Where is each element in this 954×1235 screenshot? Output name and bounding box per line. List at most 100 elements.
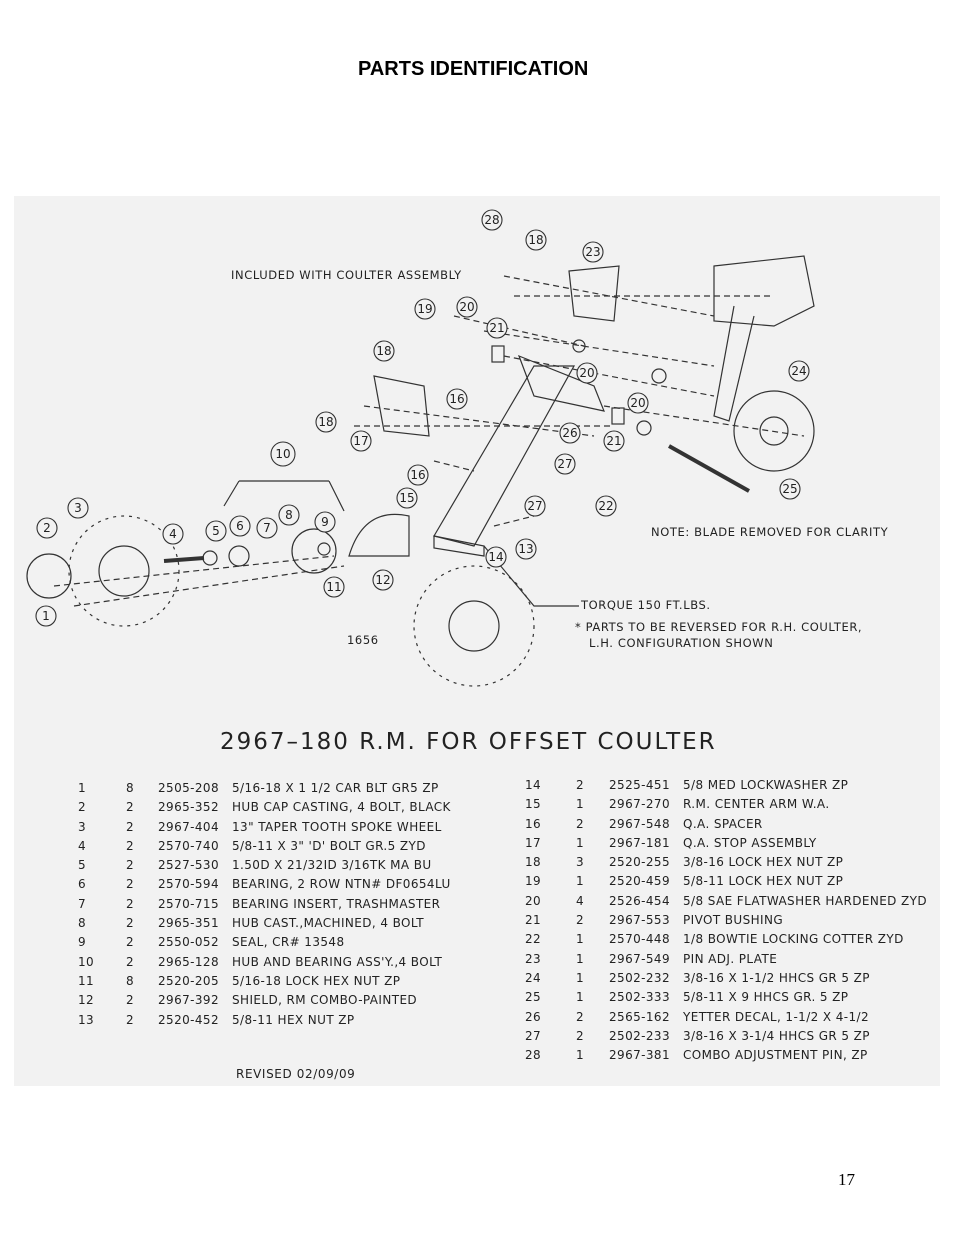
callout-9: 9 bbox=[321, 515, 329, 529]
bom-description: 5/8 SAE FLATWASHER HARDENED ZYD bbox=[683, 893, 928, 908]
bom-part-number: 2502-232 bbox=[609, 970, 670, 985]
bom-quantity: 2 bbox=[576, 913, 585, 928]
diagram-drawing: 28 18 23 19 20 21 18 20 24 16 18 20 26 1… bbox=[26, 209, 889, 687]
bom-item-number: 10 bbox=[78, 954, 95, 969]
bom-quantity: 2 bbox=[126, 858, 135, 873]
bom-row: 19 1 2520-459 5/8-11 LOCK HEX NUT ZP bbox=[525, 874, 935, 893]
page-title: PARTS IDENTIFICATION bbox=[358, 58, 589, 80]
callout-circles bbox=[35, 209, 810, 627]
bom-description: HUB AND BEARING ASS'Y.,4 BOLT bbox=[232, 954, 443, 969]
callout-22: 22 bbox=[598, 499, 613, 513]
callout-7: 7 bbox=[263, 521, 271, 535]
bom-part-number: 2550-052 bbox=[158, 935, 219, 950]
bom-description: Q.A. STOP ASSEMBLY bbox=[683, 835, 817, 850]
bom-quantity: 2 bbox=[126, 896, 135, 911]
bom-part-number: 2570-594 bbox=[158, 877, 219, 892]
bom-quantity: 2 bbox=[126, 935, 135, 950]
bom-part-number: 2967-404 bbox=[158, 819, 219, 834]
callout-15: 15 bbox=[399, 491, 414, 505]
callout-20: 20 bbox=[579, 366, 594, 380]
bom-quantity: 2 bbox=[126, 838, 135, 853]
callout-numbers: 28 18 23 19 20 21 18 20 24 16 18 20 26 1… bbox=[42, 213, 806, 623]
bom-item-number: 21 bbox=[525, 913, 542, 928]
bom-item-number: 19 bbox=[525, 874, 542, 889]
bom-quantity: 8 bbox=[126, 973, 135, 988]
bom-description: PIVOT BUSHING bbox=[683, 913, 784, 928]
bom-item-number: 28 bbox=[525, 1048, 542, 1063]
callout-21: 21 bbox=[489, 321, 504, 335]
bom-title: 2967–180 R.M. FOR OFFSET COULTER bbox=[220, 729, 717, 755]
bom-part-number: 2502-233 bbox=[609, 1028, 670, 1043]
bom-quantity: 1 bbox=[576, 970, 585, 985]
bom-part-number: 2967-181 bbox=[609, 835, 670, 850]
bom-description: BEARING INSERT, TRASHMASTER bbox=[232, 896, 441, 911]
bom-part-number: 2967-549 bbox=[609, 951, 670, 966]
bom-description: 3/8-16 X 1-1/2 HHCS GR 5 ZP bbox=[683, 970, 870, 985]
callout-20: 20 bbox=[459, 300, 474, 314]
bom-description: 5/8-11 LOCK HEX NUT ZP bbox=[683, 874, 844, 889]
callout-3: 3 bbox=[74, 501, 82, 515]
bom-quantity: 2 bbox=[126, 819, 135, 834]
bom-quantity: 2 bbox=[126, 993, 135, 1008]
hub bbox=[291, 528, 337, 574]
callout-23: 23 bbox=[585, 245, 600, 259]
callout-5: 5 bbox=[212, 524, 220, 538]
callout-10: 10 bbox=[275, 447, 290, 461]
bom-item-number: 6 bbox=[78, 877, 87, 892]
bom-item-number: 14 bbox=[525, 778, 542, 792]
bom-part-number: 2967-381 bbox=[609, 1048, 670, 1063]
spoke-wheel-left bbox=[68, 515, 180, 627]
callout-17: 17 bbox=[353, 434, 368, 448]
note-included: INCLUDED WITH COULTER ASSEMBLY bbox=[231, 268, 462, 282]
callout-1: 1 bbox=[42, 609, 50, 623]
bom-item-number: 12 bbox=[78, 993, 95, 1008]
bom-item-number: 4 bbox=[78, 838, 87, 853]
diagram-notes: INCLUDED WITH COULTER ASSEMBLY NOTE: BLA… bbox=[231, 268, 889, 650]
bom-quantity: 2 bbox=[576, 816, 585, 831]
bom-item-number: 26 bbox=[525, 1009, 542, 1024]
bom-quantity: 1 bbox=[576, 874, 585, 889]
spoke-wheel-right bbox=[413, 565, 535, 687]
mount-bracket bbox=[713, 255, 815, 327]
bom-item-number: 25 bbox=[525, 990, 542, 1005]
bom-quantity: 2 bbox=[126, 954, 135, 969]
callout-28: 28 bbox=[484, 213, 499, 227]
bom-item-number: 13 bbox=[78, 1012, 95, 1027]
bom-description: R.M. CENTER ARM W.A. bbox=[683, 797, 830, 812]
bom-item-number: 5 bbox=[78, 858, 87, 873]
bom-part-number: 2965-351 bbox=[158, 916, 219, 931]
bom-description: 5/16-18 X 1 1/2 CAR BLT GR5 ZP bbox=[232, 781, 439, 795]
bom-part-number: 2520-459 bbox=[609, 874, 670, 889]
bom-quantity: 4 bbox=[576, 893, 585, 908]
callout-16: 16 bbox=[449, 392, 464, 406]
bom-quantity: 3 bbox=[576, 855, 585, 870]
callout-18: 18 bbox=[528, 233, 543, 247]
bom-part-number: 2570-448 bbox=[609, 932, 670, 947]
bom-item-number: 15 bbox=[525, 797, 542, 812]
bom-part-number: 2967-270 bbox=[609, 797, 670, 812]
callout-12: 12 bbox=[375, 573, 390, 587]
note-blade-removed: NOTE: BLADE REMOVED FOR CLARITY bbox=[651, 525, 889, 539]
bom-quantity: 1 bbox=[576, 951, 585, 966]
pin-adj-plate bbox=[568, 265, 620, 322]
bom-quantity: 2 bbox=[576, 1009, 585, 1024]
callout-18: 18 bbox=[318, 415, 333, 429]
callout-19: 19 bbox=[417, 302, 432, 316]
bom-quantity: 1 bbox=[576, 835, 585, 850]
